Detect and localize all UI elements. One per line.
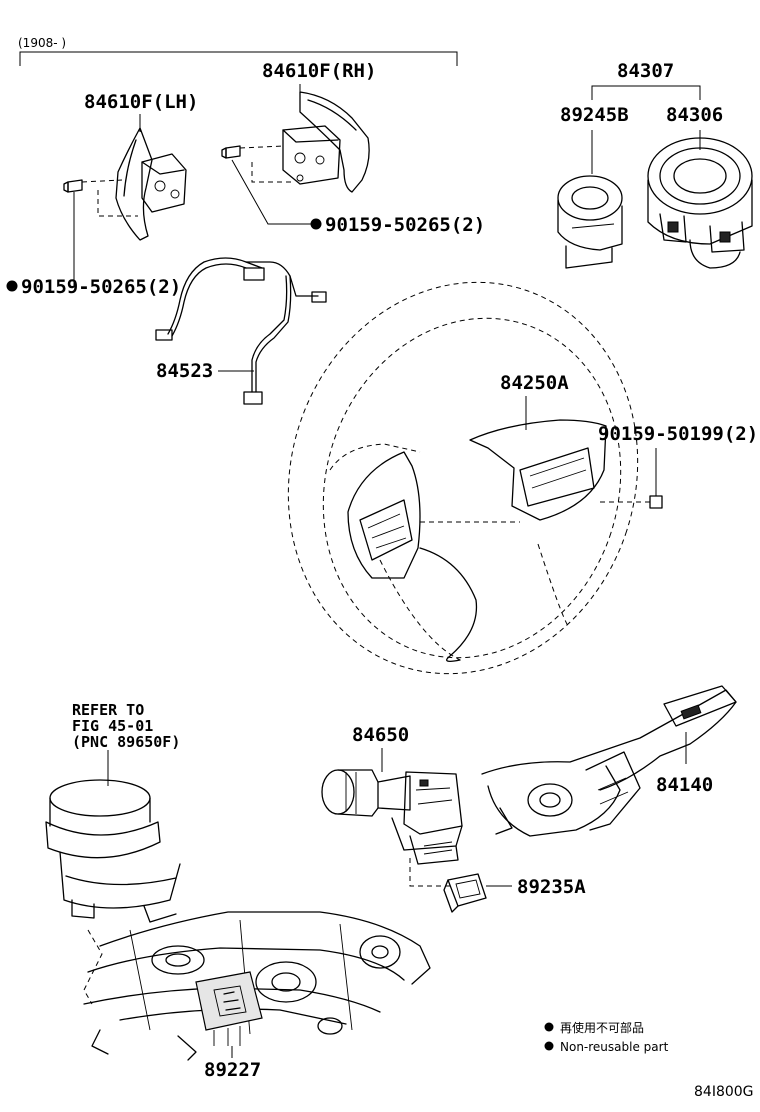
horn-pad-84250A bbox=[347, 419, 607, 662]
wiper-switch-84140 bbox=[481, 685, 737, 837]
steering-wheel-outline bbox=[287, 281, 639, 675]
label-84140: 84140 bbox=[656, 774, 713, 796]
column-bracket-assembly bbox=[83, 911, 431, 1061]
spiral-cable-84306 bbox=[647, 137, 753, 269]
paddle-shifter-lh bbox=[63, 127, 187, 241]
label-84307: 84307 bbox=[617, 60, 674, 82]
figure-code: 84I800G bbox=[694, 1084, 754, 1100]
legend-text-en: Non-reusable part bbox=[560, 1040, 669, 1054]
label-84306: 84306 bbox=[666, 104, 723, 126]
steering-sensor-89245B bbox=[557, 175, 623, 269]
refer-line-2: FIG 45-01 bbox=[72, 717, 153, 735]
legend-dot-en bbox=[544, 1041, 554, 1051]
legend: 再使用不可部品 Non-reusable part bbox=[544, 1020, 669, 1054]
label-bolt-rh: 90159-50265(2) bbox=[325, 214, 485, 236]
label-84610F-lh: 84610F(LH) bbox=[84, 91, 198, 113]
non-reusable-dot bbox=[6, 280, 18, 292]
horn-bolt bbox=[600, 495, 663, 509]
turn-signal-switch-84650 bbox=[321, 769, 463, 865]
label-bolt-lh: 90159-50265(2) bbox=[21, 276, 181, 298]
wire-harness-84523 bbox=[155, 257, 327, 405]
header-bracket bbox=[19, 51, 458, 66]
legend-text-jp: 再使用不可部品 bbox=[560, 1020, 644, 1035]
paddle-shifter-rh bbox=[221, 91, 370, 193]
refer-line-3: (PNC 89650F) bbox=[72, 733, 180, 751]
label-89245B: 89245B bbox=[560, 104, 629, 126]
legend-dot-jp bbox=[544, 1022, 554, 1032]
module-89227 bbox=[195, 971, 263, 1046]
motor-unit-89650F bbox=[45, 779, 181, 923]
label-84650: 84650 bbox=[352, 724, 409, 746]
label-84250A: 84250A bbox=[500, 372, 569, 394]
label-89227: 89227 bbox=[204, 1059, 261, 1081]
connector-89235A bbox=[443, 873, 487, 913]
non-reusable-dot bbox=[310, 218, 322, 230]
label-bolt-horn: 90159-50199(2) bbox=[598, 423, 758, 445]
header-range-label: (1908- ) bbox=[18, 36, 66, 50]
refer-text: REFER TO FIG 45-01 (PNC 89650F) bbox=[72, 701, 180, 751]
label-84523: 84523 bbox=[156, 360, 213, 382]
label-84610F-rh: 84610F(RH) bbox=[262, 60, 376, 82]
label-89235A: 89235A bbox=[517, 876, 586, 898]
refer-line-1: REFER TO bbox=[72, 701, 144, 719]
